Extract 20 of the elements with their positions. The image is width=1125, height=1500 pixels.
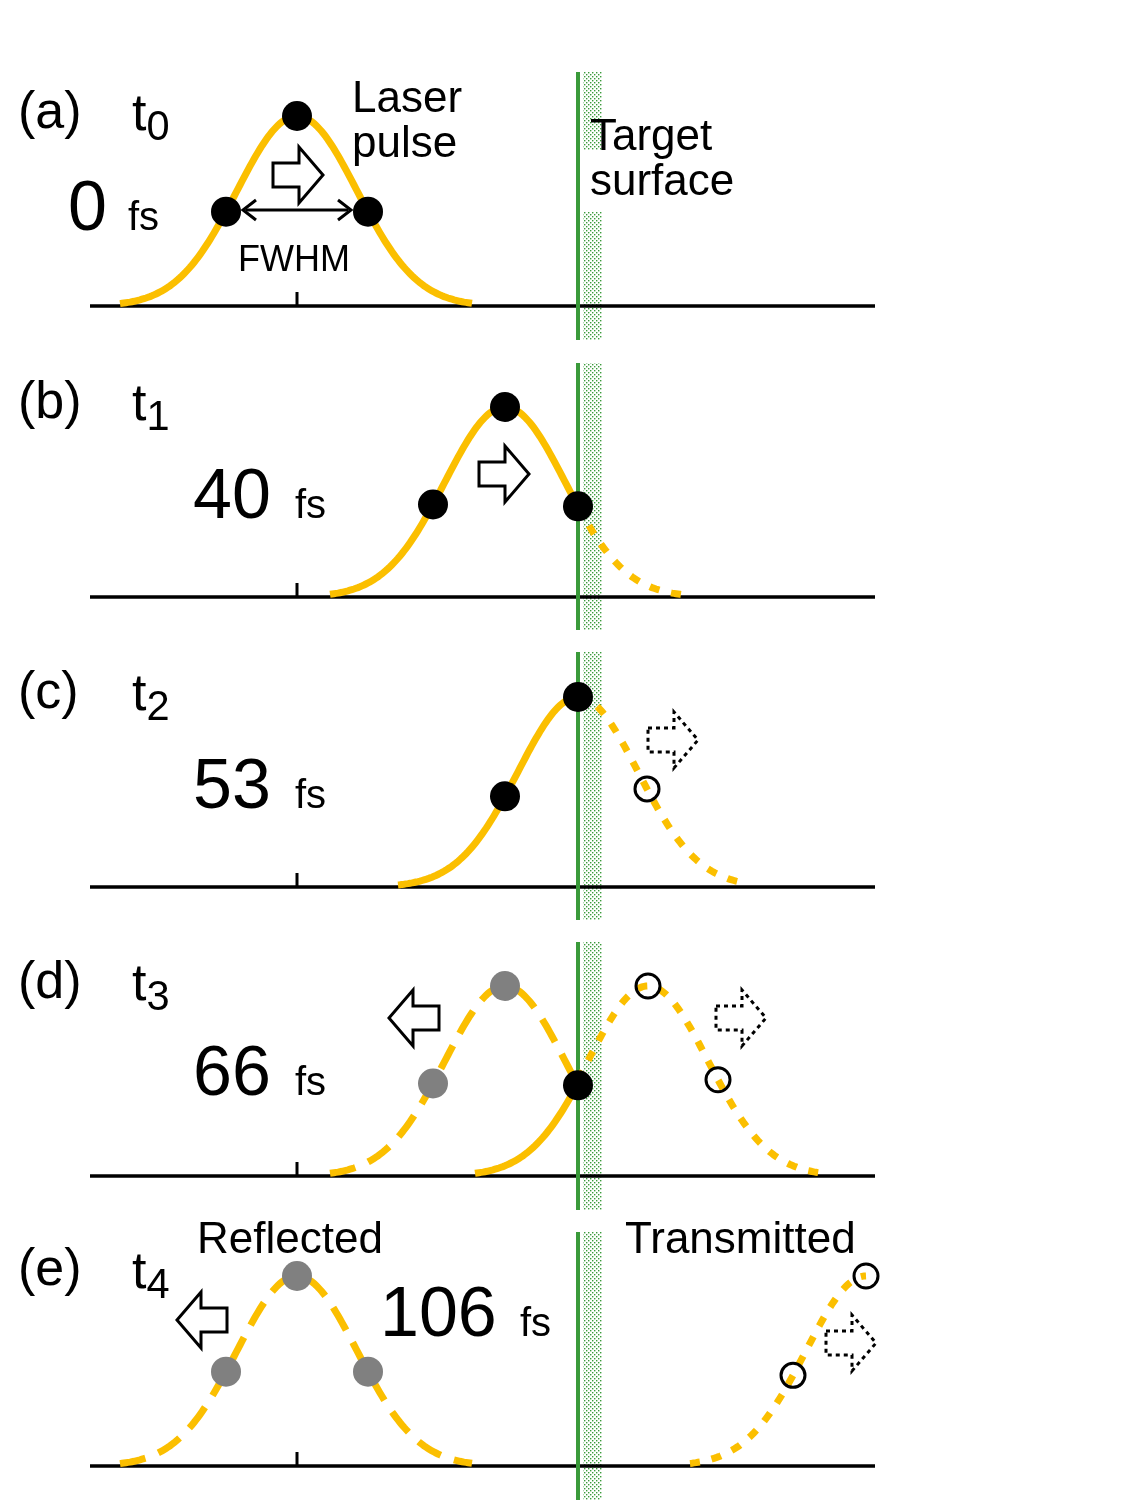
annotation-label: FWHM	[238, 241, 350, 278]
time-label: t$_{4}$	[132, 1243, 170, 1296]
annotation-label: Laser pulse	[352, 74, 464, 164]
annotation-label: Target surface	[590, 112, 736, 202]
unit-label: fs	[295, 484, 327, 524]
time-value: 66	[193, 1035, 271, 1106]
time-value: 106	[380, 1276, 497, 1347]
annotation-label: Reflected	[197, 1215, 383, 1260]
time-value: 40	[193, 458, 271, 529]
unit-label: fs	[520, 1302, 552, 1342]
unit-label: fs	[128, 196, 160, 236]
time-label: t$_{2}$	[132, 665, 170, 718]
time-label: t$_{3}$	[132, 955, 170, 1008]
time-label: t$_{1}$	[132, 375, 170, 428]
time-value: 53	[193, 748, 271, 819]
unit-label: fs	[295, 1061, 327, 1101]
unit-label: fs	[295, 774, 327, 814]
time-label: t$_{0}$	[132, 85, 170, 138]
time-value: 0	[68, 170, 107, 241]
annotation-label: Transmitted	[625, 1215, 856, 1260]
